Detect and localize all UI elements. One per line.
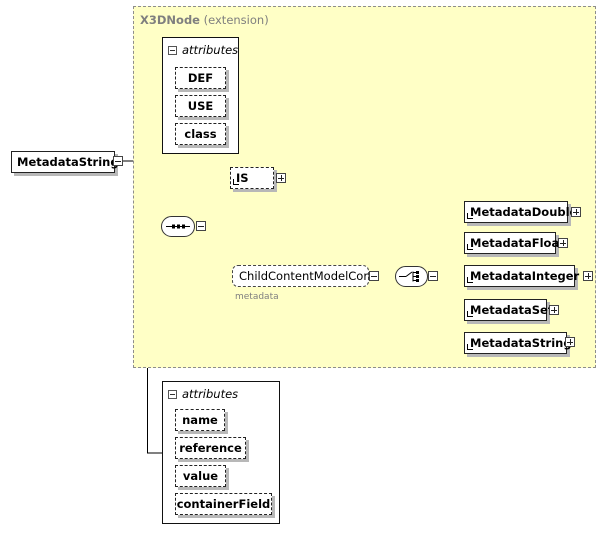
expand-icon[interactable] — [565, 337, 575, 347]
element-label: MetadataSet — [470, 303, 554, 317]
attribute-containerfield[interactable]: containerField — [175, 493, 272, 515]
is-element[interactable]: IS — [230, 167, 274, 189]
extension-base: X3DNode — [140, 13, 200, 27]
sequence-icon — [166, 224, 190, 229]
element-metadatastring[interactable]: MetadataString — [464, 332, 572, 354]
element-metadataset[interactable]: MetadataSet — [464, 299, 553, 321]
sequence-compositor[interactable] — [161, 216, 195, 237]
element-metadatainteger[interactable]: MetadataInteger — [464, 265, 579, 287]
collapse-icon[interactable] — [168, 46, 177, 55]
attribute-use[interactable]: USE — [175, 95, 226, 117]
own-attributes-header[interactable]: attributes — [168, 387, 238, 401]
child-group-caption: metadata — [235, 292, 279, 302]
root-collapse-icon[interactable] — [113, 156, 123, 166]
attribute-reference[interactable]: reference — [175, 437, 246, 459]
choice-compositor[interactable] — [395, 266, 428, 287]
child-group-collapse-icon[interactable] — [369, 271, 379, 281]
is-expand-icon[interactable] — [276, 173, 286, 183]
expand-icon[interactable] — [549, 305, 559, 315]
base-attributes-header[interactable]: attributes — [168, 43, 238, 57]
child-group-label: ChildContentModelCore — [239, 269, 375, 283]
attribute-class[interactable]: class — [175, 123, 226, 145]
root-element[interactable]: MetadataString — [11, 151, 119, 173]
attribute-name[interactable]: name — [175, 409, 225, 431]
attribute-value[interactable]: value — [175, 465, 226, 487]
element-label: MetadataInteger — [470, 269, 580, 283]
root-label: MetadataString — [17, 155, 119, 169]
element-label: MetadataDouble — [470, 205, 578, 219]
expand-icon[interactable] — [571, 207, 581, 217]
collapse-icon[interactable] — [168, 390, 177, 399]
element-metadatafloat[interactable]: MetadataFloat — [464, 232, 565, 254]
expand-icon[interactable] — [583, 271, 593, 281]
is-label: IS — [236, 171, 249, 185]
sequence-collapse-icon[interactable] — [196, 221, 206, 231]
attribute-def[interactable]: DEF — [175, 67, 226, 89]
choice-icon — [399, 271, 419, 282]
child-content-group[interactable]: ChildContentModelCore — [232, 265, 375, 287]
extension-note: (extension) — [203, 13, 269, 27]
own-attributes-title: attributes — [182, 387, 239, 401]
element-label: MetadataString — [470, 336, 572, 350]
choice-collapse-icon[interactable] — [428, 271, 438, 281]
element-metadatadouble[interactable]: MetadataDouble — [464, 201, 577, 223]
element-label: MetadataFloat — [470, 236, 565, 250]
expand-icon[interactable] — [558, 238, 568, 248]
extension-title: X3DNode (extension) — [140, 13, 269, 27]
base-attributes-title: attributes — [182, 43, 239, 57]
